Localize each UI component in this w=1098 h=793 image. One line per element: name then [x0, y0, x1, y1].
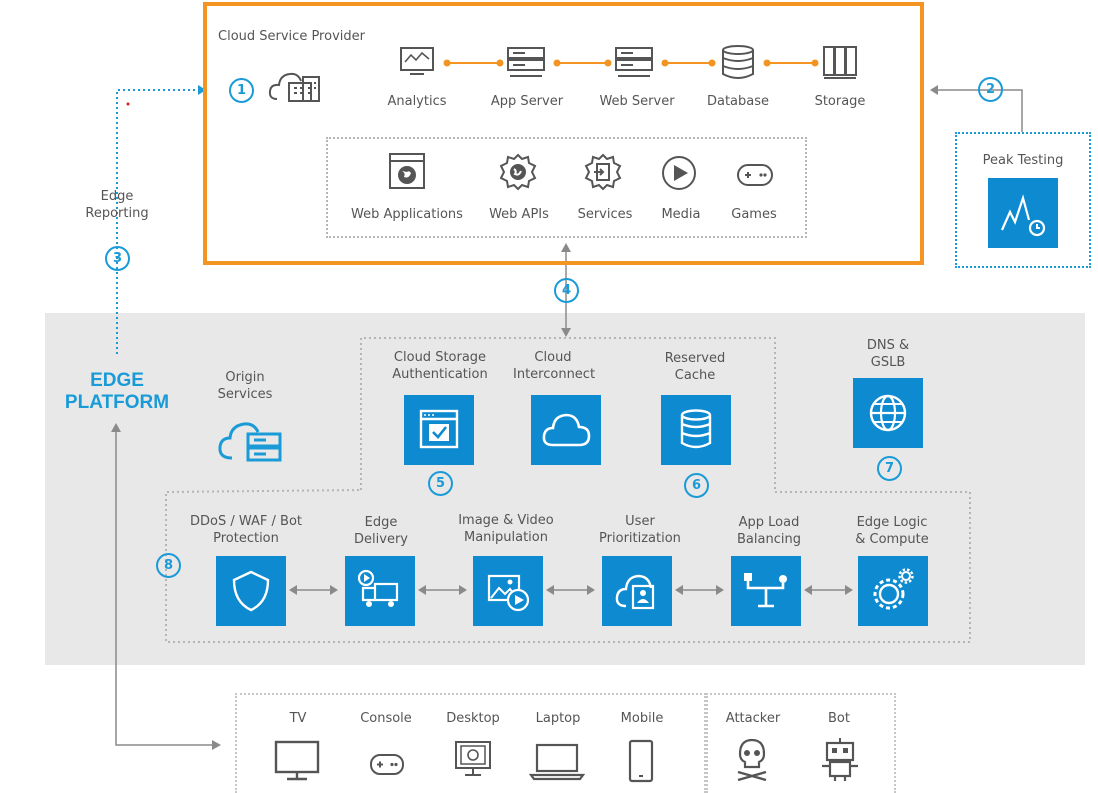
provider-title: Cloud Service Provider — [218, 29, 365, 44]
threats-group — [706, 693, 896, 793]
ddos-protection-label: DDoS / WAF / Bot Protection — [190, 514, 302, 546]
image-video-label: Image & Video Manipulation — [458, 513, 554, 545]
threat-attacker-label: Attacker — [725, 711, 781, 726]
edge-reporting-label: Edge Reporting — [85, 189, 149, 221]
web-applications-label: Web Applications — [351, 207, 463, 222]
media-icon — [662, 156, 696, 190]
step-4-badge: 4 — [554, 278, 579, 303]
edge-services-outline — [165, 337, 971, 643]
gears-icon — [873, 568, 914, 610]
user-prioritization-tile — [602, 556, 672, 626]
step-6-badge: 6 — [684, 473, 709, 498]
attacker-skull-icon — [737, 738, 767, 782]
web-applications-icon — [389, 153, 425, 189]
device-console-label: Console — [360, 711, 412, 726]
cloud-interconnect-tile — [531, 395, 601, 465]
threat-bot-label: Bot — [828, 711, 850, 726]
edge-delivery-label: Edge Delivery — [354, 515, 408, 547]
cloud-service-provider-box — [203, 2, 924, 265]
cloud-interconnect-label: Cloud Interconnect — [513, 350, 596, 382]
services-label: Services — [577, 207, 633, 222]
edge-platform-title: EDGE PLATFORM — [64, 370, 170, 413]
app-load-balancing-label: App Load Balancing — [737, 515, 801, 547]
analytics-label: Analytics — [387, 94, 447, 109]
laptop-icon — [528, 743, 586, 781]
cloud-building-icon — [268, 72, 320, 102]
database-icon — [722, 45, 754, 79]
browser-check-icon — [419, 409, 459, 449]
app-server-icon — [507, 47, 545, 77]
reserved-cache-label: Reserved Cache — [664, 351, 726, 383]
step-3-badge: 3 — [105, 246, 130, 271]
edge-reporting-line — [116, 89, 198, 354]
dns-gslb-label: DNS & GSLB — [866, 338, 910, 370]
step-8-badge: 8 — [156, 553, 181, 578]
step-5-badge: 5 — [428, 471, 453, 496]
tv-icon — [274, 740, 320, 781]
edge-logic-tile — [858, 556, 928, 626]
edge-delivery-tile — [345, 556, 415, 626]
peak-testing-label: Peak Testing — [982, 153, 1064, 168]
services-icon — [584, 153, 622, 191]
web-server-icon — [615, 47, 653, 77]
desktop-icon — [455, 741, 491, 776]
step-2-badge: 2 — [978, 77, 1003, 102]
cloud-icon — [542, 413, 591, 447]
mobile-icon — [628, 739, 654, 783]
web-server-label: Web Server — [599, 94, 675, 109]
delivery-truck-icon — [357, 569, 399, 607]
bot-robot-icon — [822, 738, 858, 781]
globe-icon — [869, 394, 907, 432]
origin-services-label: Origin Services — [217, 370, 273, 402]
step-1-badge: 1 — [229, 78, 254, 103]
app-server-label: App Server — [490, 94, 564, 109]
device-desktop-label: Desktop — [446, 711, 500, 726]
peak-testing-line — [938, 89, 1023, 132]
games-icon — [737, 164, 773, 186]
edge-devices-line — [115, 428, 212, 746]
storage-label: Storage — [814, 94, 866, 109]
database-icon — [680, 409, 712, 449]
devices-group — [235, 693, 706, 793]
edge-logic-label: Edge Logic & Compute — [855, 515, 929, 547]
app-load-balancing-tile — [731, 556, 801, 626]
shield-icon — [232, 570, 270, 612]
ddos-protection-tile — [216, 556, 286, 626]
games-label: Games — [731, 207, 777, 222]
image-video-icon — [487, 574, 530, 612]
applications-group — [326, 137, 807, 238]
web-apis-label: Web APIs — [489, 207, 549, 222]
reserved-cache-tile — [661, 395, 731, 465]
cloud-storage-auth-tile — [404, 395, 474, 465]
web-apis-icon — [499, 153, 537, 191]
load-balance-icon — [744, 573, 787, 608]
step-7-badge: 7 — [877, 456, 902, 481]
console-icon — [370, 754, 404, 775]
origin-services-icon — [218, 422, 282, 462]
user-cloud-icon — [615, 574, 655, 610]
dns-gslb-tile — [853, 378, 923, 448]
cloud-storage-auth-label: Cloud Storage Authentication — [392, 350, 488, 382]
peak-testing-tile — [988, 178, 1058, 248]
device-mobile-label: Mobile — [620, 711, 664, 726]
peak-testing-box — [955, 132, 1091, 268]
user-prioritization-label: User Prioritization — [599, 514, 681, 546]
database-label: Database — [706, 94, 770, 109]
analytics-icon — [400, 47, 434, 75]
peak-chart-icon — [1000, 194, 1046, 237]
image-video-tile — [473, 556, 543, 626]
device-tv-label: TV — [289, 711, 307, 726]
device-laptop-label: Laptop — [535, 711, 581, 726]
media-label: Media — [661, 207, 701, 222]
storage-icon — [823, 46, 857, 79]
